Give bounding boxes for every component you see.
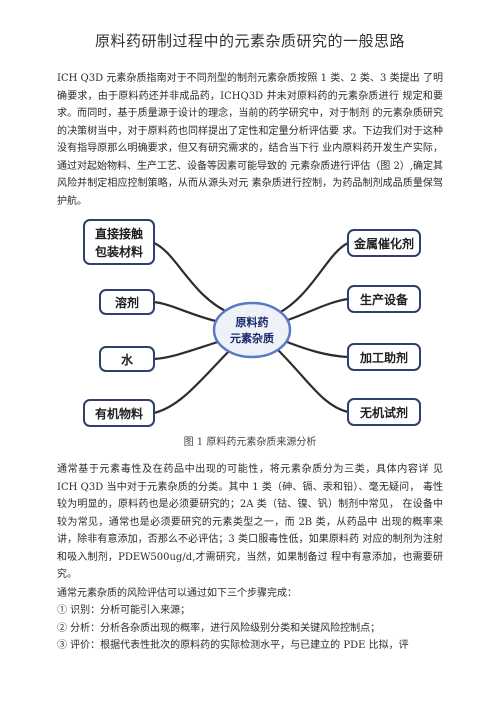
- svg-text:无机试剂: 无机试剂: [359, 405, 408, 420]
- svg-text:直接接触: 直接接触: [95, 226, 143, 241]
- step-item: ① 识别：分析可能引入来源；: [57, 605, 191, 616]
- svg-text:金属催化剂: 金属催化剂: [353, 236, 414, 251]
- node-production-equipment: 生产设备: [347, 285, 421, 313]
- node-inorganic-reagent: 无机试剂: [347, 398, 421, 426]
- connector-packaging: [152, 241, 234, 316]
- page-title: 原料药研制过程中的元素杂质研究的一般思路: [94, 32, 405, 50]
- svg-text:生产设备: 生产设备: [360, 292, 409, 307]
- steps-intro: 通常元素杂质的风险评估可以通过如下三个步骤完成：: [57, 588, 297, 599]
- connector-catalyst: [275, 241, 350, 316]
- connector-aid: [280, 338, 350, 359]
- center-node-line-1: 原料药: [236, 315, 269, 329]
- node-processing-aid: 加工助剂: [347, 343, 421, 371]
- connector-organic: [152, 344, 236, 415]
- svg-text:包装材料: 包装材料: [94, 244, 143, 259]
- center-node: 原料药 元素杂质: [212, 301, 292, 359]
- intro-paragraph: ICH Q3D 元素杂质指南对于不同剂型的制剂元素杂质按照 1 类、2 类、3 …: [57, 73, 443, 207]
- svg-text:溶剂: 溶剂: [115, 295, 139, 310]
- connector-equipment: [280, 297, 350, 324]
- steps-list: ① 识别：分析可能引入来源； ② 分析：分析各杂质出现的概率，进行风险级别分类和…: [57, 602, 443, 655]
- mind-map-diagram: 原料药 元素杂质 直接接触 包装材料 溶剂 水 有机物料 金属催化剂 生产设: [83, 219, 421, 427]
- step-item: ② 分析：分析各杂质出现的概率，进行风险级别分类和关键风险控制点；: [57, 622, 381, 634]
- node-organic-materials: 有机物料: [83, 399, 155, 427]
- center-node-line-2: 元素杂质: [230, 331, 274, 345]
- connector-solvent: [152, 300, 222, 324]
- node-solvent: 溶剂: [99, 289, 155, 315]
- node-water: 水: [99, 346, 155, 372]
- connector-reagent: [272, 344, 350, 414]
- figure-caption: 图 1 原料药元素杂质来源分析: [183, 437, 317, 448]
- node-packaging: 直接接触 包装材料: [83, 219, 155, 265]
- svg-text:加工助剂: 加工助剂: [359, 350, 408, 365]
- svg-text:水: 水: [121, 352, 134, 367]
- svg-text:有机物料: 有机物料: [95, 406, 143, 421]
- classification-paragraph: 通常基于元素毒性及在药品中出现的可能性，将元素杂质分为三类，具体内容详 见 IC…: [57, 464, 443, 580]
- connector-lines: [152, 241, 350, 415]
- step-item: ③ 评价：根据代表性批次的原料药的实际检测水平，与已建立的 PDE 比拟，评: [57, 640, 409, 651]
- connector-water: [152, 338, 226, 361]
- node-metal-catalyst: 金属催化剂: [347, 229, 421, 257]
